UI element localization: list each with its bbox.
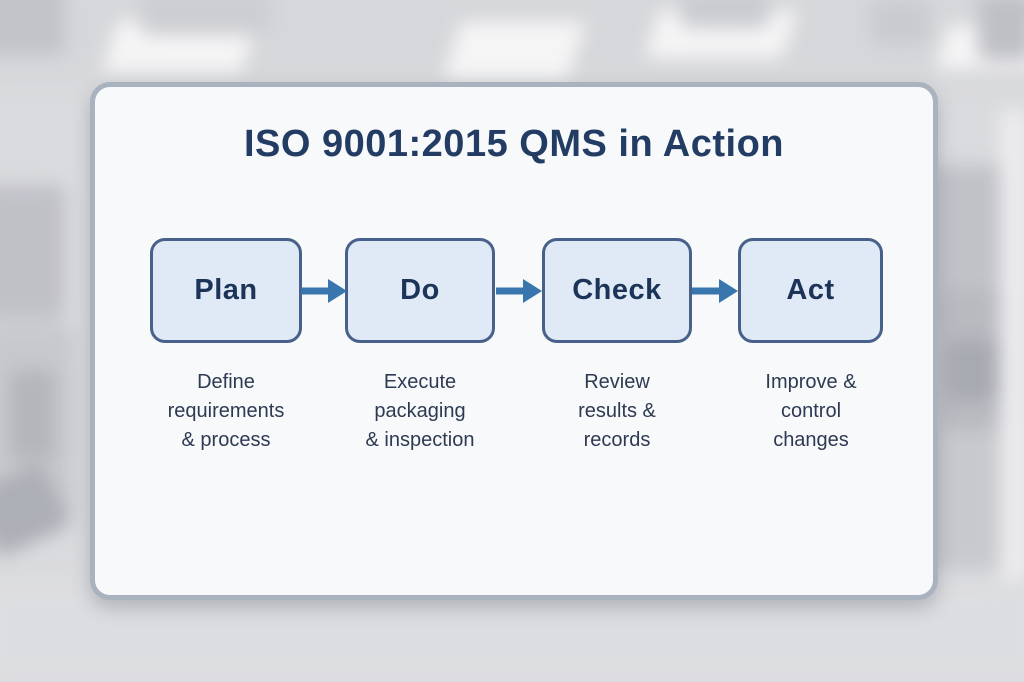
arrow-right-icon [301,279,347,303]
step-label-check: Check [572,274,662,306]
step-description-line: records [583,429,651,451]
step-description-line: Improve & [765,371,857,393]
step-description-line: control [780,400,842,422]
step-label-plan: Plan [194,274,258,306]
arrow-right-icon [692,279,738,303]
step-box-do: Do [345,238,495,343]
background-smudge [978,0,1024,60]
step-description-act: Improve & control changes [711,368,911,455]
step-description-line: requirements [167,400,285,422]
diagram-card: ISO 9001:2015 QMS in Action Plan Do Chec… [90,82,938,600]
background-smudge [140,0,270,35]
step-label-act: Act [786,274,835,306]
step-description-line: results & [578,400,656,422]
step-label-do: Do [400,274,440,306]
step-description-plan: Define requirements & process [126,368,326,455]
background-smudge [870,0,930,45]
step-description-line: changes [773,429,849,451]
step-description-check: Review results & records [517,368,717,455]
step-box-check: Check [542,238,692,343]
shelving-shape [10,370,55,460]
step-description-line: & inspection [365,429,475,451]
background-smudge [0,0,65,55]
step-description-line: Define [197,371,255,393]
step-description-line: Review [584,371,650,393]
page-title: ISO 9001:2015 QMS in Action [243,123,785,165]
ceiling-light-shape [442,22,587,78]
shelving-shape [0,185,65,320]
step-description-line: packaging [374,400,466,422]
step-box-plan: Plan [150,238,302,343]
step-box-act: Act [738,238,883,343]
wall-strip-shape [1000,110,1024,600]
step-description-line: Execute [383,371,457,393]
step-description-line: & process [181,429,271,451]
background-smudge [680,0,770,28]
step-description-do: Execute packaging & inspection [320,368,520,455]
arrow-right-icon [496,279,542,303]
shelving-shape [945,340,1000,400]
